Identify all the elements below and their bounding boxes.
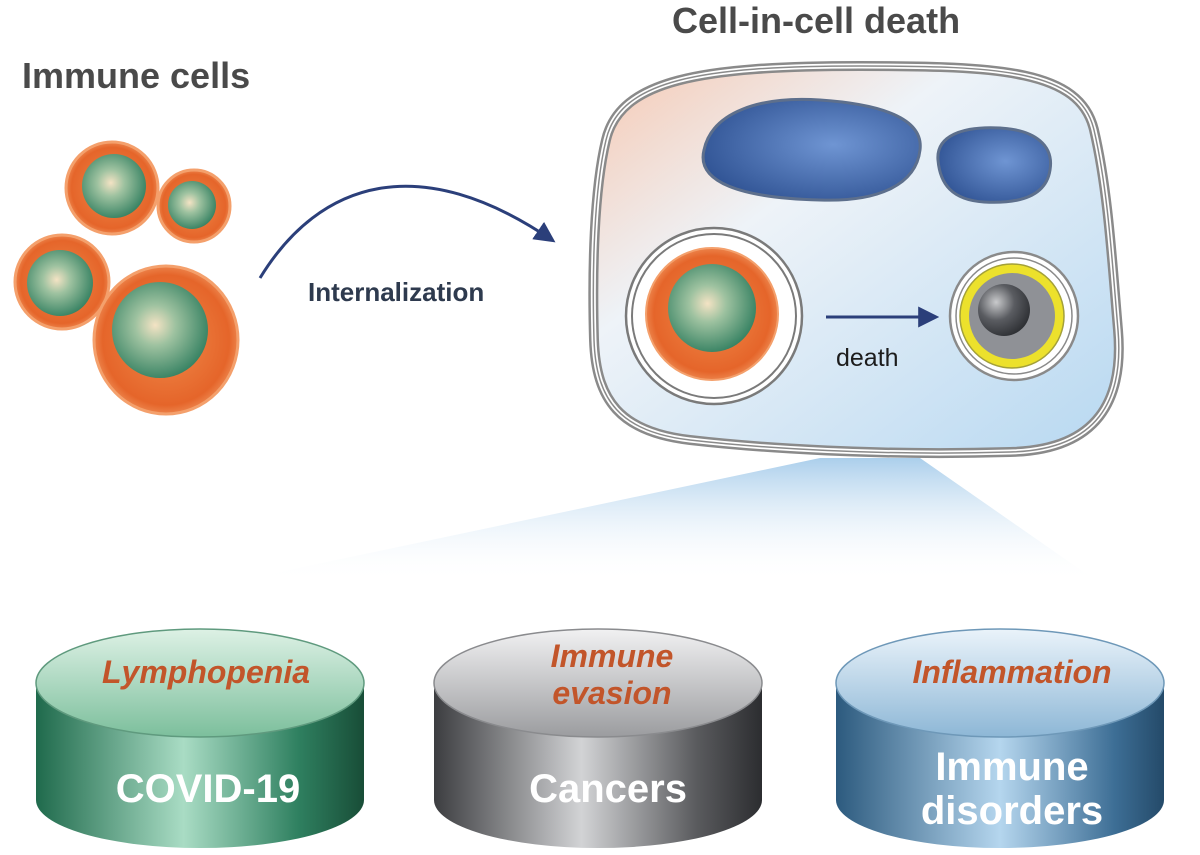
disease-disorders: disorders (921, 789, 1103, 833)
cylinder-cancers: Immune evasion Cancers (433, 628, 763, 848)
disease-covid19: COVID-19 (116, 767, 301, 811)
dead-cell (948, 250, 1080, 382)
immune-cells-title: Immune cells (22, 55, 250, 96)
disease-cancers: Cancers (529, 767, 687, 811)
immune-cell-cluster (13, 140, 240, 416)
immune-cell-4 (92, 264, 240, 416)
internalized-immune-cell (624, 226, 804, 406)
death-label: death (836, 344, 899, 372)
cylinder-covid: Lymphopenia COVID-19 (35, 628, 365, 848)
immune-cell-2 (156, 168, 232, 244)
internalization-arrow (258, 184, 556, 279)
host-nucleus-large (701, 97, 922, 202)
condition-lymphopenia: Lymphopenia (102, 654, 310, 690)
host-nucleus-small (936, 126, 1053, 204)
condition-inflammation: Inflammation (912, 654, 1111, 690)
internalization-label: Internalization (308, 277, 484, 307)
condition-evasion: evasion (552, 675, 671, 711)
cell-in-cell-death-title: Cell-in-cell death (672, 0, 960, 41)
disease-immune: Immune (935, 745, 1088, 789)
condition-immune: Immune (551, 638, 674, 674)
host-cell: death (588, 60, 1124, 459)
projection-cone (232, 458, 1098, 582)
immune-cell-3 (13, 233, 111, 331)
cylinder-immune-disorders: Inflammation Immune disorders (835, 628, 1165, 848)
immune-cell-1 (64, 140, 160, 236)
